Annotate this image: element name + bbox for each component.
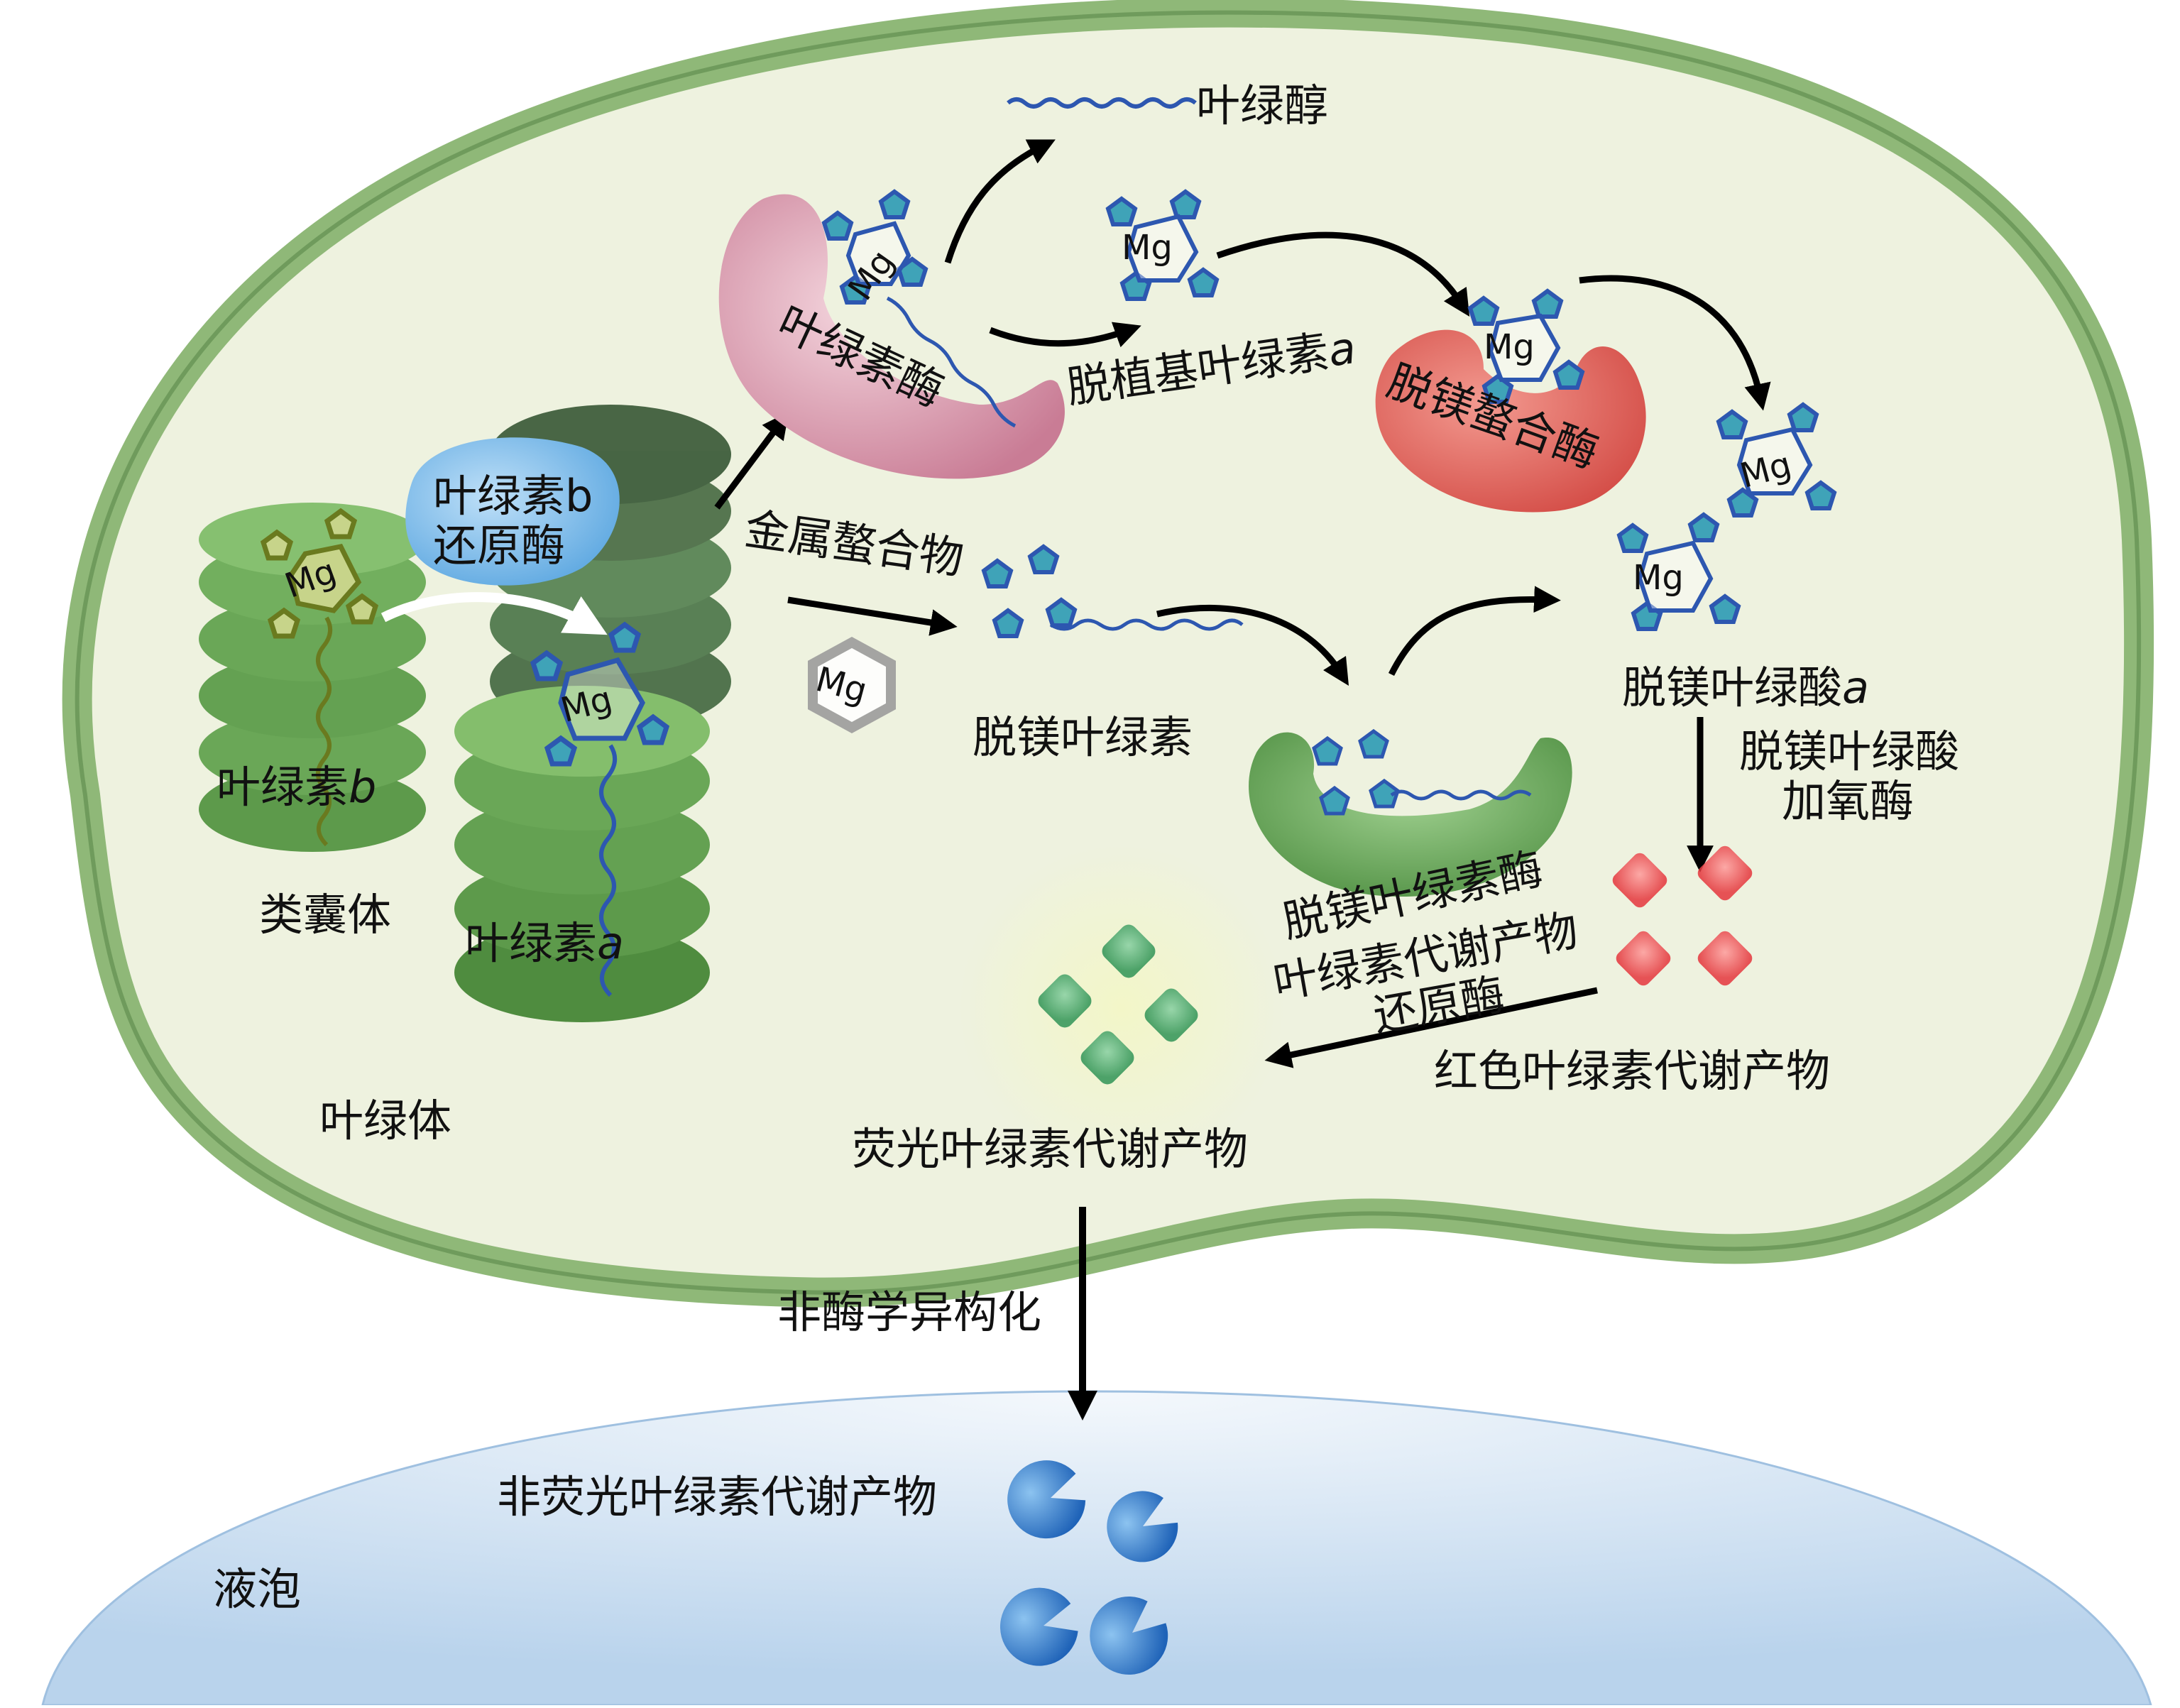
pheophytin-molecule <box>984 547 1244 636</box>
chlb-reductase-label-line2: 还原酶 <box>433 520 565 571</box>
arrow-to-chlorophyllide <box>989 322 1141 348</box>
chlorophyllase-shape <box>718 194 1065 479</box>
pheophorbide-a-label: 脱镁叶绿酸a <box>1622 662 1869 713</box>
pao-label-line2: 加氧酶 <box>1782 775 1914 827</box>
mg-label: Mg <box>1122 228 1173 268</box>
nonfluorescent-chlorophyll-catabolite <box>1000 1460 1178 1675</box>
fluorescent-chlorophyll-catabolite <box>1038 924 1198 1085</box>
red-catabolite-label: 红色叶绿素代谢产物 <box>1434 1045 1830 1097</box>
arrow-to-pheophytinase <box>1156 604 1349 686</box>
pheophytin-label: 脱镁叶绿素 <box>973 711 1193 763</box>
fluorescent-catabolite-label: 荧光叶绿素代谢产物 <box>852 1123 1248 1175</box>
chlorophyllide-a-molecule: Mg <box>1108 192 1217 299</box>
arrow-to-pheophorbide <box>1388 586 1561 677</box>
thylakoid-stacks <box>199 405 731 1022</box>
pheophytinase-shape <box>1249 732 1572 897</box>
chlb-reductase-shape <box>405 437 620 586</box>
red-chlorophyll-catabolite <box>1612 845 1753 986</box>
chlorophyll-a-molecule: Mg <box>533 625 667 997</box>
mg-ion: Mg <box>808 637 896 733</box>
mg-dechelatase-bound-molecule: Mg <box>1470 291 1582 402</box>
vacuole <box>41 1390 2152 1707</box>
pao-label-line1: 脱镁叶绿酸 <box>1739 726 1959 777</box>
chloroplast-label: 叶绿体 <box>319 1095 451 1146</box>
vacuole-label: 液泡 <box>213 1563 301 1615</box>
isomerization-label: 非酶学异构化 <box>777 1286 1041 1338</box>
arrow-to-mg-dechelatase <box>1216 231 1470 317</box>
chlb-reductase-label-line1: 叶绿素b <box>433 470 593 522</box>
arrow-to-released-mg <box>1579 275 1771 411</box>
conversion-arrow <box>380 592 608 635</box>
mg-label: Mg <box>1633 558 1684 598</box>
released-mg-molecule: Mg <box>1719 405 1834 515</box>
mg-label: Mg <box>1484 327 1535 367</box>
phytol-chain <box>1007 97 1197 109</box>
pheophytinase-bound-molecule <box>1314 731 1532 814</box>
phytol-label: 叶绿醇 <box>1196 80 1328 131</box>
arrow-rcc-reductase <box>1264 987 1598 1068</box>
chlorophyll-b-label: 叶绿素b <box>217 761 376 813</box>
nonfluorescent-catabolite-label: 非荧光叶绿素代谢产物 <box>497 1471 937 1523</box>
pheophorbide-a-molecule: Mg <box>1619 515 1738 629</box>
thylakoid-label: 类囊体 <box>259 889 391 941</box>
arrow-to-chlorophyllase <box>714 411 789 510</box>
fluorescent-halo <box>958 845 1285 1171</box>
arrow-metal-chelate <box>787 596 958 636</box>
chlorophyll-a-label: 叶绿素a <box>465 917 624 969</box>
arrow-to-phytol <box>944 139 1056 264</box>
